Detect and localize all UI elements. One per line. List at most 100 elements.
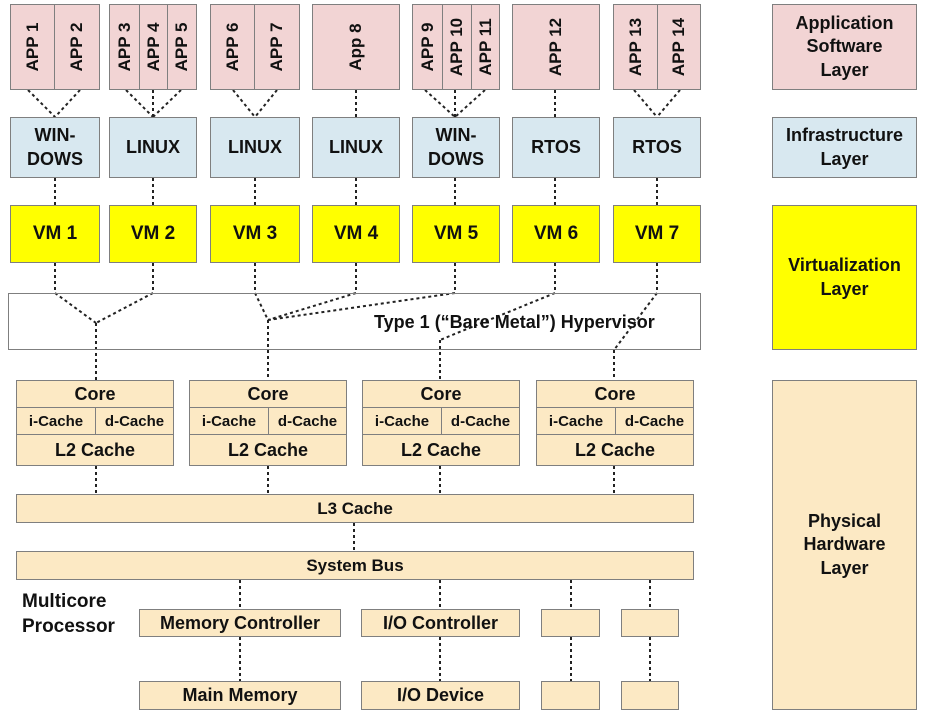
system-bus: System Bus (16, 551, 694, 580)
io-controller-label: I/O Controller (382, 612, 498, 633)
hypervisor-box: Type 1 (“Bare Metal”) Hypervisor (8, 293, 701, 350)
layer-label: Virtualization (788, 255, 901, 276)
app-box: APP 2 (54, 4, 100, 90)
os-box-windows: WIN-DOWS (10, 117, 100, 178)
io-device: I/O Device (361, 681, 520, 710)
layer-label: Application (795, 12, 894, 33)
app-box: APP 14 (657, 4, 701, 90)
layer-label: Hardware (803, 534, 886, 555)
app-box-12: APP 12 (512, 4, 600, 90)
vm-box: VM 7 (613, 205, 701, 263)
hypervisor-label: Type 1 (“Bare Metal”) Hypervisor (374, 312, 655, 332)
app-label: APP 6 (222, 22, 242, 72)
app-label: APP 2 (67, 22, 86, 72)
layer-application-software: Application Software Layer (772, 4, 917, 90)
vm-label: VM 3 (232, 223, 278, 244)
dcache: d-Cache (615, 407, 694, 435)
processor-label-line: Multicore (22, 591, 107, 612)
icache: i-Cache (536, 407, 616, 435)
processor-label-line: Processor (22, 615, 115, 637)
system-bus-label: System Bus (306, 555, 404, 575)
l3-cache-label: L3 Cache (317, 498, 393, 518)
core-title: Core (247, 384, 289, 404)
os-box-linux: LINUX (312, 117, 400, 178)
vm-label: VM 5 (433, 223, 479, 244)
os-label: RTOS (632, 137, 682, 157)
os-label: LINUX (228, 137, 282, 157)
app-group-7: APP 13 APP 14 (613, 4, 701, 90)
os-label: DOWS (428, 148, 484, 169)
controller-blank (621, 609, 679, 637)
dcache: d-Cache (268, 407, 347, 435)
app-box: APP 5 (167, 4, 197, 90)
icache: i-Cache (16, 407, 96, 435)
app-group-2: APP 3 APP 4 APP 5 (109, 4, 197, 90)
app-label: APP 14 (669, 17, 688, 77)
memory-controller: Memory Controller (139, 609, 341, 637)
os-label: WIN- (435, 125, 477, 146)
app-box: APP 13 (613, 4, 658, 90)
l2-cache: L2 Cache (400, 439, 482, 460)
os-box-linux: LINUX (210, 117, 300, 178)
app-group-3: APP 6 APP 7 (210, 4, 300, 90)
layer-infrastructure: Infrastructure Layer (772, 117, 917, 178)
os-box-windows: WIN-DOWS (412, 117, 500, 178)
app-label: APP 5 (172, 22, 191, 72)
layer-label: Infrastructure (785, 125, 904, 146)
os-label: DOWS (27, 148, 83, 169)
layer-physical-hardware: Physical Hardware Layer (772, 380, 917, 710)
icache: i-Cache (189, 407, 269, 435)
dcache: d-Cache (441, 407, 520, 435)
vm-label: VM 4 (333, 223, 379, 244)
core-title: Core (420, 384, 462, 404)
app-label: App 8 (346, 23, 365, 71)
vm-label: VM 2 (130, 223, 176, 244)
l2-cache: L2 Cache (227, 439, 309, 460)
l2-cache: L2 Cache (574, 439, 656, 460)
device-blank (541, 681, 600, 710)
layer-label: Layer (820, 278, 869, 299)
app-box: APP 7 (254, 4, 300, 90)
app-box: APP 6 (210, 4, 255, 90)
os-label: LINUX (329, 137, 383, 157)
vm-box: VM 2 (109, 205, 197, 263)
processor-label: Multicore Processor (22, 590, 115, 639)
vm-box: VM 6 (512, 205, 600, 263)
os-label: RTOS (531, 137, 581, 157)
app-label: APP 9 (417, 22, 437, 72)
os-box-linux: LINUX (109, 117, 197, 178)
app-label: APP 4 (143, 22, 163, 72)
l2-cache: L2 Cache (54, 439, 136, 460)
dcache: d-Cache (95, 407, 174, 435)
core-title: Core (74, 384, 116, 404)
memory-controller-label: Memory Controller (159, 612, 321, 633)
layer-virtualization: Virtualization Layer (772, 205, 917, 350)
os-box-rtos: RTOS (613, 117, 701, 178)
app-group-1: APP 1 APP 2 (10, 4, 100, 90)
vm-box: VM 5 (412, 205, 500, 263)
main-memory: Main Memory (139, 681, 341, 710)
vm-label: VM 6 (533, 223, 579, 244)
vm-box: VM 3 (210, 205, 300, 263)
app-box: APP 9 (412, 4, 443, 90)
vm-box: VM 4 (312, 205, 400, 263)
app-label: APP 3 (114, 22, 134, 72)
core-title: Core (594, 384, 636, 404)
layer-label: Physical (807, 510, 882, 531)
app-label: APP 7 (267, 22, 286, 72)
layer-label: Layer (820, 148, 869, 169)
app-box: APP 10 (442, 4, 472, 90)
app-box-8: App 8 (312, 4, 400, 90)
app-box: APP 1 (10, 4, 55, 90)
app-label: APP 12 (546, 17, 565, 77)
app-box: APP 4 (139, 4, 168, 90)
app-label: APP 11 (475, 18, 495, 76)
main-memory-label: Main Memory (182, 685, 298, 705)
app-group-5: APP 9 APP 10 APP 11 (412, 4, 500, 90)
layer-label: Layer (820, 59, 869, 80)
app-box: APP 11 (471, 4, 500, 90)
app-label: APP 13 (625, 17, 645, 77)
